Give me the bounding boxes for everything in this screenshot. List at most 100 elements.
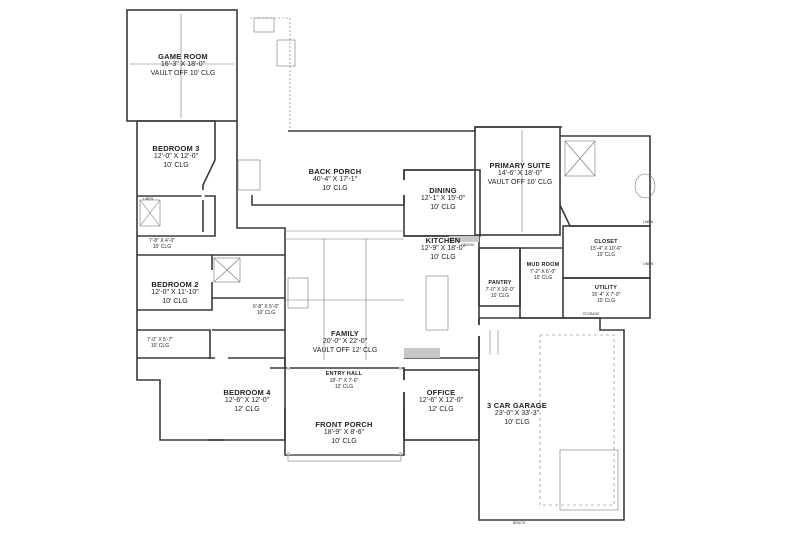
wall-baths: [137, 195, 216, 237]
wall-bath-lower: [137, 329, 211, 359]
room-clg: 10' CLG: [331, 438, 357, 446]
wall-spine: [236, 121, 286, 369]
label-bath-small-1: 7'-8" X 4'-0" 10' CLG: [149, 238, 175, 251]
room-clg: VAULT OFF 10' CLG: [150, 70, 216, 78]
note-linen-3: LINEN: [642, 262, 654, 266]
label-front-porch: FRONT PORCH 18'-9" X 8'-6" 10' CLG: [315, 420, 372, 447]
note-fridge: FRIDGE: [461, 243, 475, 247]
porch-beam-line: [285, 230, 404, 240]
room-dim: 6'-8" X 5'-0": [252, 304, 280, 310]
vault-lines: [285, 239, 404, 360]
room-dim: 12'-6" X 12'-0": [224, 397, 270, 405]
counter-kitchen: [449, 236, 479, 242]
wall-mudroom: [519, 247, 563, 319]
label-bath-small-2: 6'-8" X 5'-0" 10' CLG: [253, 304, 279, 317]
room-name: OFFICE: [426, 388, 456, 397]
note-storage: STORAGE: [582, 312, 600, 316]
grill-station: [276, 39, 296, 67]
room-clg: VAULT OFF 10' CLG: [487, 179, 553, 187]
room-clg: 10' CLG: [150, 343, 170, 350]
fireplace-family: [287, 277, 309, 309]
room-clg: 10' CLG: [430, 204, 456, 212]
label-pantry: PANTRY 7'-0" X 10'-0" 10' CLG: [486, 280, 515, 299]
label-mud-room: MUD ROOM 7'-2" X 6'-0" 10' CLG: [527, 262, 560, 281]
room-name: BEDROOM 3: [152, 144, 200, 153]
label-entry-hall: ENTRY HALL 18'-7" X 7'-6" 12' CLG: [326, 371, 363, 390]
deck-outline: [250, 17, 291, 128]
room-name: ENTRY HALL: [325, 371, 363, 377]
room-name: BEDROOM 4: [223, 388, 271, 397]
room-clg: 10' CLG: [596, 252, 616, 259]
room-clg: 12' CLG: [234, 406, 260, 414]
wall-bath-center: [212, 254, 285, 331]
note-linen-1: LINEN: [142, 197, 154, 201]
shower-bed2: [213, 257, 241, 283]
label-primary-suite: PRIMARY SUITE 14'-6" X 18'-0" VAULT OFF …: [488, 161, 553, 188]
column-1: [287, 367, 290, 370]
room-name: PRIMARY SUITE: [489, 161, 551, 170]
room-name: UTILITY: [594, 285, 618, 291]
column-2: [399, 367, 402, 370]
counter-wet: [404, 348, 440, 358]
label-closet: CLOSET 15'-4" X 10'-6" 10' CLG: [590, 239, 622, 258]
shower-bed3-x: [139, 199, 161, 227]
shower-bed3: [139, 199, 161, 227]
garage-steps: [489, 330, 499, 355]
wall-bedroom3: [137, 120, 216, 232]
note-linen-2: LINEN: [642, 220, 654, 224]
room-name: GAME ROOM: [158, 52, 208, 61]
shower-x: [564, 140, 596, 177]
room-name: CLOSET: [594, 239, 618, 245]
room-clg: 10' CLG: [596, 298, 616, 305]
room-dim: 12'-0" X 12'-0": [153, 153, 199, 161]
room-dim: 12'-1" X 15'-0": [420, 195, 466, 203]
room-dim: 40'-4" X 17'-1": [312, 176, 358, 184]
garage-bay-2: [559, 449, 619, 511]
room-clg: 10' CLG: [430, 254, 456, 262]
label-bedroom3: BEDROOM 3 12'-0" X 12'-0" 10' CLG: [152, 144, 199, 171]
room-name: BEDROOM 2: [151, 280, 199, 289]
room-clg: 10' CLG: [256, 310, 276, 317]
game-vault-lines: [130, 14, 234, 118]
room-name: FRONT PORCH: [315, 420, 373, 429]
room-clg: 10' CLG: [504, 419, 530, 427]
label-office: OFFICE 12'-6" X 12'-0" 12' CLG: [419, 388, 463, 415]
kitchen-island: [425, 275, 449, 331]
label-game-room: GAME ROOM 16'-3" X 18'-0" VAULT OFF 10' …: [151, 52, 216, 79]
column-4: [399, 452, 402, 455]
room-name: KITCHEN: [425, 236, 461, 245]
room-clg: 10' CLG: [490, 293, 510, 300]
fireplace-porch: [237, 159, 261, 191]
room-dim: 20'-0" X 22'-0": [322, 338, 368, 346]
wall-bedroom4: [208, 357, 286, 441]
room-clg: 12' CLG: [428, 406, 454, 414]
room-dim: 15'-4" X 7'-0": [591, 291, 621, 298]
room-dim: 12'-6" X 12'-0": [418, 397, 464, 405]
room-dim: 7'-2" X 6'-0": [529, 268, 557, 275]
wall-bedroom2: [137, 254, 213, 311]
wall-garage: [478, 317, 625, 521]
room-dim: 7'-8" X 4'-0": [148, 238, 176, 244]
room-clg: 10' CLG: [162, 298, 188, 306]
label-bedroom4: BEDROOM 4 12'-6" X 12'-0" 12' CLG: [223, 388, 270, 415]
wall-west-wing: [136, 121, 225, 441]
shower-primary: [564, 140, 596, 177]
wall-utility: [562, 277, 651, 319]
room-clg: 12' CLG: [334, 384, 354, 391]
room-dim: 15'-4" X 10'-6": [590, 245, 622, 252]
shower-bed2-x: [213, 257, 241, 283]
room-clg: 10' CLG: [163, 162, 189, 170]
room-dim: 12'-9" X 18'-0": [420, 245, 466, 253]
garage-bay-1: [539, 334, 615, 506]
label-back-porch: BACK PORCH 40'-4" X 17'-1" 10' CLG: [309, 167, 362, 194]
label-bedroom2: BEDROOM 2 12'-0" X 11'-10" 10' CLG: [151, 280, 199, 307]
room-name: BACK PORCH: [308, 167, 362, 176]
label-kitchen: KITCHEN 12'-9" X 18'-0" 10' CLG: [421, 236, 465, 263]
label-dining: DINING 12'-1" X 15'-0" 10' CLG: [421, 186, 465, 213]
label-family: FAMILY 20'-0" X 22'-0" VAULT OFF 12' CLG: [313, 329, 378, 356]
front-step: [287, 454, 402, 462]
room-clg: 10' CLG: [152, 244, 172, 251]
room-dim: 18'-7" X 7'-6": [329, 377, 359, 384]
room-clg: 10' CLG: [322, 185, 348, 193]
tub-primary: [634, 173, 656, 199]
